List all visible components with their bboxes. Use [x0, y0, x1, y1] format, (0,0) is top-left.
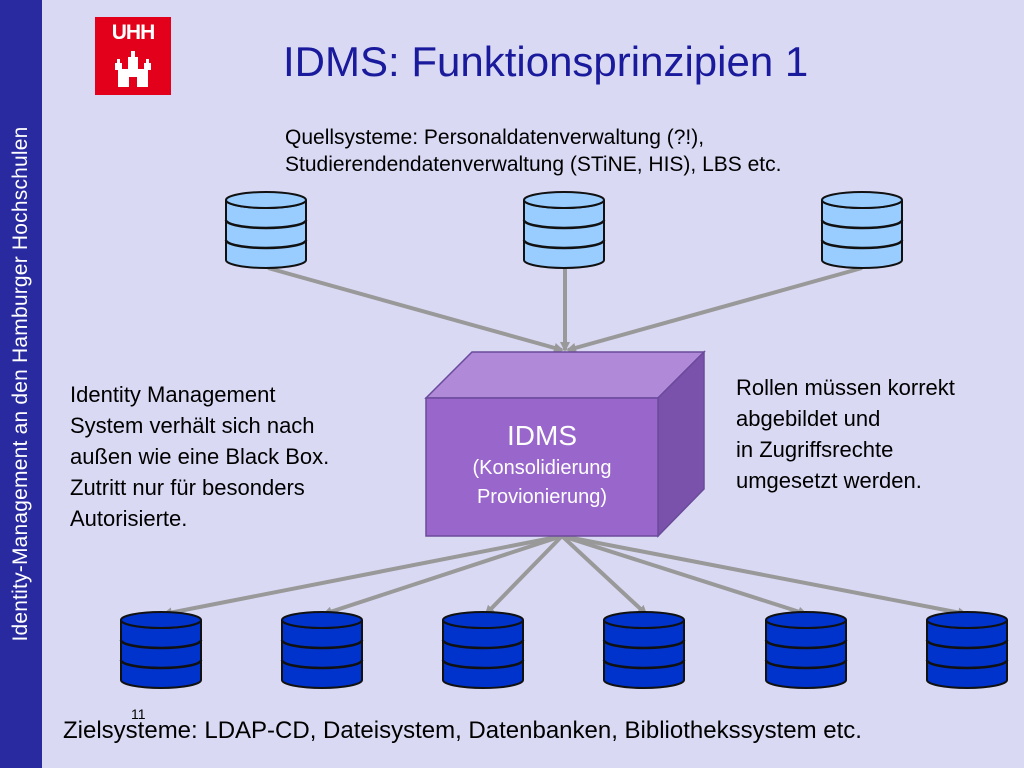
arrows — [162, 266, 968, 618]
roles-note: Rollen müssen korrekt abgebildet und in … — [736, 372, 955, 496]
arrow-target-4 — [560, 534, 648, 616]
arrow-source-1 — [267, 266, 564, 353]
page-title: IDMS: Funktionsprinzipien 1 — [283, 38, 809, 85]
sidebar: Identity-Management an den Hamburger Hoc… — [0, 0, 42, 768]
source-database-icon — [820, 191, 904, 269]
roles-note-line: abgebildet und — [736, 406, 881, 431]
black-box-note-line: Autorisierte. — [70, 506, 188, 531]
arrow-target-3 — [484, 534, 564, 616]
roles-note-line: in Zugriffsrechte — [736, 437, 894, 462]
target-database-icon — [764, 611, 848, 689]
roles-note-line: Rollen müssen korrekt — [736, 375, 955, 400]
target-systems-text: Zielsysteme: LDAP-CD, Dateisystem, Daten… — [63, 717, 862, 744]
source-systems-line-2: Studierendendatenverwaltung (STiNE, HIS)… — [285, 153, 782, 176]
arrow-target-2 — [322, 534, 563, 617]
idms-box-line-1: (Konsolidierung — [472, 457, 612, 479]
page-number: 11 — [131, 706, 146, 722]
target-database-icon — [925, 611, 1009, 689]
idms-box-line-2: Provionierung) — [476, 486, 608, 508]
logo-text: UHH — [111, 21, 156, 44]
idms-box-label: IDMS (Konsolidierung Provionierung) — [426, 418, 658, 512]
black-box-note-line: Zutritt nur für besonders — [70, 475, 305, 500]
target-databases — [119, 611, 1009, 689]
target-database-icon — [602, 611, 686, 689]
target-database-icon — [441, 611, 525, 689]
arrow-target-5 — [561, 534, 808, 617]
box-top-face — [424, 351, 706, 399]
box-front-face — [425, 397, 659, 537]
source-databases — [224, 191, 904, 269]
source-database-icon — [522, 191, 606, 269]
black-box-note-line: System verhält sich nach — [70, 413, 315, 438]
arrow-target-6 — [561, 534, 968, 618]
arrow-target-1 — [162, 534, 563, 618]
source-database-icon — [224, 191, 308, 269]
black-box-note: Identity Management System verhält sich … — [70, 379, 329, 534]
uhh-logo: UHH — [95, 17, 171, 95]
roles-note-line: umgesetzt werden. — [736, 468, 922, 493]
source-systems-text: Quellsysteme: Personaldatenverwaltung (?… — [285, 124, 781, 178]
source-systems-line-1: Quellsysteme: Personaldatenverwaltung (?… — [285, 126, 705, 149]
idms-black-box — [424, 350, 706, 538]
target-database-icon — [280, 611, 364, 689]
idms-box-title: IDMS — [507, 420, 577, 451]
target-database-icon — [119, 611, 203, 689]
hamburg-castle-icon — [115, 51, 151, 87]
black-box-note-line: außen wie eine Black Box. — [70, 444, 330, 469]
arrow-source-3 — [566, 266, 863, 353]
black-box-note-line: Identity Management — [70, 382, 276, 407]
